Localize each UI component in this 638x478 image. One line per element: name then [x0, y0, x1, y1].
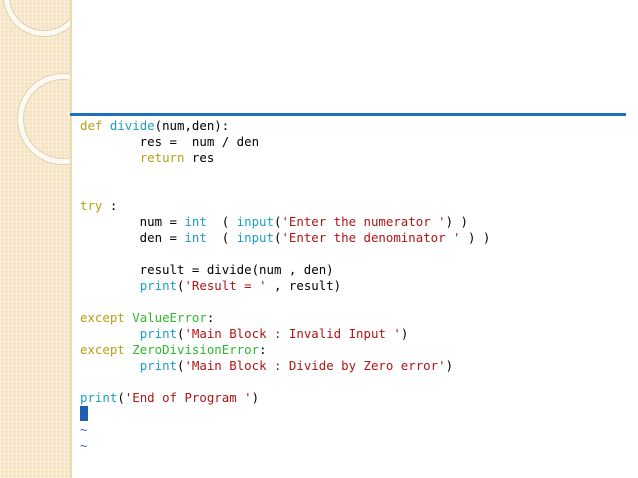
code-token: 'Enter the numerator ': [281, 214, 446, 229]
header-rule: [70, 113, 626, 116]
decorative-side-strip: [0, 0, 70, 478]
code-token: :: [206, 310, 215, 325]
empty-line-marker: ~: [80, 438, 88, 453]
code-token: , result): [266, 278, 342, 293]
code-token: [80, 278, 140, 293]
code-line: den = int ( input('Enter the denominator…: [80, 230, 491, 246]
code-token: return: [139, 150, 185, 165]
code-line: except ZeroDivisionError:: [80, 342, 490, 358]
code-token: :: [102, 198, 118, 213]
code-token: den =: [80, 230, 185, 245]
code-token: print: [139, 278, 177, 293]
code-line: [80, 182, 490, 198]
code-token: 'Result = ': [184, 278, 267, 293]
code-token: (: [273, 230, 282, 245]
text-cursor: [80, 406, 88, 421]
code-token: print: [80, 390, 118, 405]
code-line: print('Main Block : Invalid Input '): [80, 326, 490, 342]
code-token: [102, 118, 109, 133]
code-token: print: [139, 358, 177, 373]
cursor-line: [80, 406, 490, 422]
code-line: print('End of Program '): [80, 390, 490, 406]
code-token: [80, 326, 140, 341]
code-token: (: [273, 214, 282, 229]
code-line: [80, 166, 490, 182]
code-token: result = divide(num , den): [80, 262, 334, 277]
code-token: 'End of Program ': [124, 390, 252, 405]
code-line: return res: [80, 150, 490, 166]
code-token: (: [206, 214, 237, 229]
code-token: input: [236, 214, 274, 229]
code-token: (num,den):: [154, 118, 230, 133]
code-line: result = divide(num , den): [80, 262, 490, 278]
code-token: [80, 358, 140, 373]
code-line: def divide(num,den):: [80, 118, 490, 134]
code-token: (: [206, 230, 237, 245]
code-token: except: [80, 310, 125, 325]
code-editor[interactable]: def divide(num,den): res = num / den ret…: [80, 118, 490, 454]
code-token: res: [184, 150, 215, 165]
code-token: res = num / den: [80, 134, 260, 149]
code-token: (: [177, 278, 185, 293]
code-token: (: [177, 358, 185, 373]
code-token: (: [177, 326, 185, 341]
code-line: print('Main Block : Divide by Zero error…: [80, 358, 490, 374]
code-token: :: [259, 342, 267, 357]
code-token: num =: [80, 214, 185, 229]
code-token: input: [236, 230, 274, 245]
code-token: def: [80, 118, 103, 133]
code-token: print: [139, 326, 177, 341]
code-token: except: [80, 342, 125, 357]
code-line: except ValueError:: [80, 310, 490, 326]
code-line: num = int ( input('Enter the numerator '…: [80, 214, 490, 230]
code-line: [80, 374, 490, 390]
code-token: ): [400, 326, 409, 341]
code-token: ) ): [460, 230, 491, 245]
code-token: (: [117, 390, 125, 405]
code-token: ): [251, 390, 260, 405]
code-token: ValueError: [132, 310, 207, 325]
empty-line-marker: ~: [80, 422, 88, 437]
code-line: [80, 294, 490, 310]
code-token: divide: [109, 118, 155, 133]
code-line: try :: [80, 198, 490, 214]
decorative-ring: [18, 74, 70, 164]
code-token: ): [445, 358, 454, 373]
code-line: [80, 246, 490, 262]
code-token: ZeroDivisionError: [132, 342, 260, 357]
code-token: int: [184, 230, 207, 245]
code-token: try: [80, 198, 103, 213]
code-token: 'Enter the denominator ': [281, 230, 461, 245]
code-token: 'Main Block : Divide by Zero error': [184, 358, 446, 373]
code-token: ) ): [445, 214, 468, 229]
code-line: res = num / den: [80, 134, 490, 150]
side-strip-edge: [70, 0, 72, 478]
code-token: 'Main Block : Invalid Input ': [184, 326, 401, 341]
code-line: print('Result = ' , result): [80, 278, 490, 294]
code-token: [80, 150, 140, 165]
decorative-ring: [4, 0, 70, 36]
code-token: int: [184, 214, 207, 229]
